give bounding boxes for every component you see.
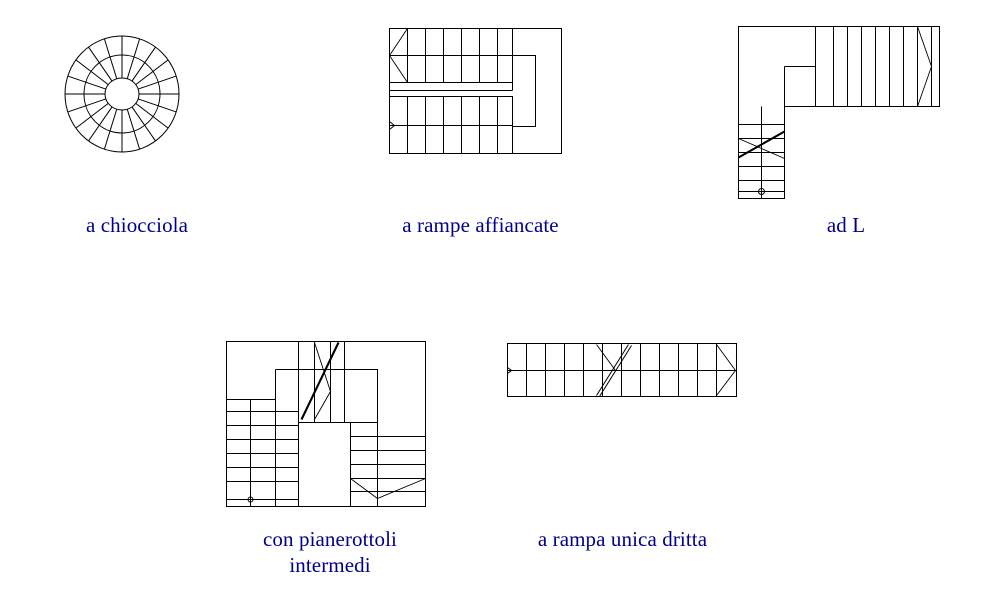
straight-flight-drawing — [507, 343, 737, 397]
caption-parallel-flights: a rampe affiancate — [402, 213, 559, 237]
figure-parallel-flights — [389, 28, 564, 158]
inner-corner — [784, 66, 816, 107]
caption-intermediate-landings: con pianerottoli intermedi — [263, 527, 397, 577]
parallel-flights-drawing — [389, 28, 562, 154]
caption-spiral: a chiocciola — [85, 213, 189, 237]
lower-flight — [389, 96, 513, 154]
left-flight — [226, 399, 299, 507]
horizontal-flight — [815, 26, 932, 107]
figure-l-shaped-staircase — [737, 26, 943, 204]
caption-straight-flight: a rampa unica dritta — [537, 527, 708, 551]
figure-spiral-staircase — [55, 26, 200, 171]
direction-markers — [507, 344, 736, 397]
outer-wall — [226, 341, 426, 507]
landing — [389, 28, 536, 154]
l-shaped-staircase-drawing — [737, 26, 940, 199]
vertical-flight — [737, 106, 786, 199]
spiral-hub-circle — [104, 77, 140, 111]
figure-intermediate-landings-staircase — [226, 341, 431, 511]
l-outline — [738, 26, 940, 199]
stair-well — [226, 369, 378, 507]
right-flight — [350, 436, 426, 499]
spiral-tread-dividers — [65, 36, 179, 152]
caption-l-shaped: ad L — [826, 213, 866, 237]
upper-flight — [389, 28, 513, 83]
spiral-staircase-drawing — [64, 35, 180, 153]
u-shaped-staircase-drawing — [226, 341, 426, 507]
figure-straight-flight-staircase — [507, 343, 741, 401]
top-flight — [298, 341, 345, 423]
